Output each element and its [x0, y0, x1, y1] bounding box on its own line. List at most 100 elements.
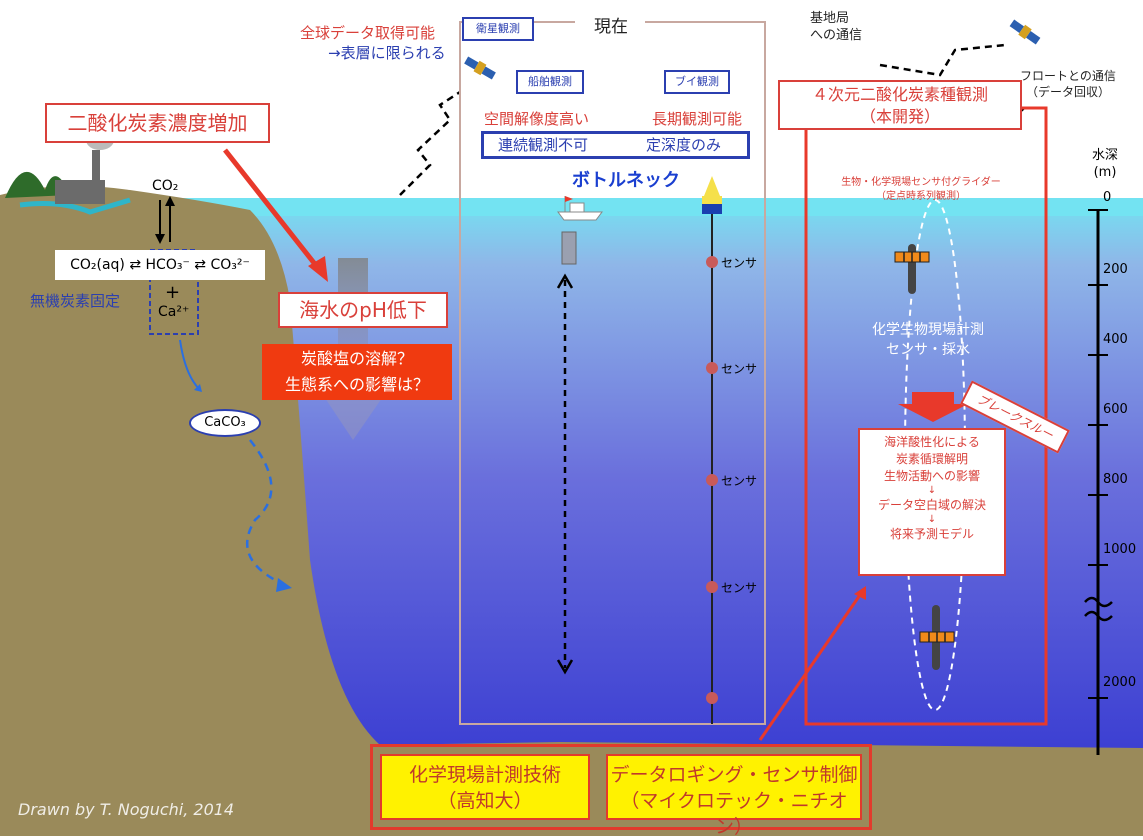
glider-label-line-1: 生物・化学現場センサ付グライダー	[841, 177, 1001, 188]
co2-increase-box: 二酸化炭素濃度増加	[45, 103, 270, 143]
depth-title-line-2: (m)	[1093, 165, 1117, 180]
depth-label: 1000	[1103, 542, 1137, 557]
dissolution-line-2: 生態系への影響は？	[284, 375, 429, 394]
measure-line-1: 化学生物現場計測	[872, 322, 984, 338]
buoy-band	[702, 204, 722, 214]
present-panel-gap	[575, 14, 645, 30]
limits-box: 連続観測不可 定深度のみ	[481, 131, 750, 159]
depth-label: 0	[1103, 190, 1112, 205]
base-station-label: 基地局 への通信	[810, 10, 862, 44]
ship-limit-label: 連続観測不可	[498, 136, 589, 154]
factory	[55, 180, 105, 204]
result-line-2: 炭素循環解明	[895, 452, 968, 466]
carbonate-equation: CO₂(aq) ⇄ HCO₃⁻ ⇄ CO₃²⁻	[55, 250, 265, 280]
buoy-sensor-dot	[706, 256, 718, 268]
measure-label: 化学生物現場計測 センサ・採水	[858, 320, 998, 360]
ctd-sampler	[561, 231, 577, 265]
red-arrow-head	[308, 256, 328, 282]
hill	[5, 171, 70, 198]
co2-down-arrow-head	[155, 234, 165, 244]
sensor-label: センサ	[721, 581, 758, 595]
co2-plume-arrow	[325, 398, 382, 440]
co2-label: CO₂	[152, 178, 179, 194]
inorganic-fixation-label: 無機炭素固定	[30, 292, 121, 310]
result-line-4: データ空白域の解決	[877, 498, 986, 512]
sensor-label: センサ	[721, 362, 758, 376]
buoy-limit-label: 定深度のみ	[646, 136, 722, 154]
ship-depth-arrow-bottom	[556, 659, 574, 675]
ship-depth-arrow-top	[556, 273, 574, 289]
comm-zigzag-2	[879, 43, 1006, 77]
credit-label: Drawn by T. Noguchi, 2014	[18, 800, 235, 819]
glider-top-icon	[894, 244, 930, 294]
buoy-sensor-dot	[706, 474, 718, 486]
development-title-box: ４次元二酸化炭素種観測 （本開発）	[778, 80, 1022, 130]
sensor-label: センサ	[721, 474, 758, 488]
depth-scale-break	[1084, 596, 1113, 622]
base-station-line-2: への通信	[810, 28, 863, 43]
result-arrow-2: ↓	[927, 514, 937, 525]
result-line-3: 生物活動への影響	[883, 469, 980, 483]
result-line-5: 将来予測モデル	[889, 527, 974, 541]
ca-ion-label: Ca²⁺	[158, 304, 190, 320]
co2-up-arrow-head	[165, 196, 175, 206]
depth-title: 水深 (m)	[1092, 147, 1118, 181]
glider-label-line-2: （定点時系列観測）	[876, 191, 966, 202]
comm-zigzag-1	[399, 90, 461, 196]
satellite-left-icon	[464, 56, 496, 80]
depth-title-line-1: 水深	[1092, 148, 1119, 163]
present-title: 現在	[594, 17, 628, 37]
ship-obs-badge: 船舶観測	[516, 70, 584, 94]
result-arrow-1: ↓	[927, 485, 937, 496]
glider-bottom-icon	[919, 605, 955, 670]
blue-arrow-1-head	[194, 384, 202, 392]
base-station-line-1: 基地局	[810, 11, 850, 26]
plus-sign: +	[165, 282, 181, 303]
dissolution-box: 炭酸塩の溶解？ 生態系への影響は？	[262, 344, 452, 400]
logging-line-1: データロギング・センサ制御	[610, 764, 858, 786]
surface-only-label: →表層に限られる	[328, 44, 446, 62]
red-arrow-line	[223, 148, 320, 270]
bottom-to-result-arrow-head	[854, 586, 866, 600]
buoy-sensor-dot	[706, 581, 718, 593]
float-comm-line-2: （データ回収）	[1025, 85, 1110, 99]
blue-dashed-arrow	[245, 439, 286, 587]
tech-line-2: （高知大）	[437, 790, 533, 812]
result-line-1: 海洋酸性化による	[884, 435, 980, 449]
depth-label: 2000	[1103, 675, 1137, 690]
tech-line-1: 化学現場計測技術	[408, 764, 561, 786]
caco3-bubble: CaCO₃	[189, 409, 261, 437]
development-title-line-1: ４次元二酸化炭素種観測	[811, 85, 988, 104]
ship-merit-label: 空間解像度高い	[484, 110, 590, 128]
tech-box: 化学現場計測技術 （高知大）	[380, 754, 590, 820]
satellite-right-icon	[1009, 19, 1041, 45]
result-box: 海洋酸性化による 炭素循環解明 生物活動への影響 ↓ データ空白域の解決 ↓ 将…	[858, 428, 1006, 576]
depth-label: 200	[1103, 262, 1128, 277]
measure-line-2: センサ・採水	[886, 342, 970, 358]
ship-icon	[557, 196, 603, 221]
buoy-merit-label: 長期観測可能	[652, 110, 743, 128]
depth-label: 800	[1103, 472, 1128, 487]
float-comm-label: フロートとの通信 （データ回収）	[1020, 68, 1116, 100]
buoy-obs-badge: ブイ観測	[664, 70, 730, 94]
factory-stack	[92, 150, 100, 182]
buoy-sensor-dot	[706, 362, 718, 374]
float-comm-line-1: フロートとの通信	[1020, 69, 1116, 83]
logging-line-2: （マイクロテック・ニチオン）	[620, 790, 848, 838]
sensor-label: センサ	[721, 256, 758, 270]
logging-box: データロギング・センサ制御 （マイクロテック・ニチオン）	[606, 754, 862, 838]
bottom-to-result-arrow	[758, 591, 864, 741]
glider-label: 生物・化学現場センサ付グライダー （定点時系列観測）	[826, 176, 1016, 204]
buoy-body	[702, 196, 722, 204]
depth-label: 400	[1103, 332, 1128, 347]
bottom-frame	[370, 744, 872, 830]
breakthrough-arrow	[898, 392, 968, 422]
dissolution-line-1: 炭酸塩の溶解？	[300, 349, 413, 368]
ph-drop-box: 海水のpH低下	[278, 292, 448, 328]
development-title-line-2: （本開発）	[859, 107, 940, 126]
river	[19, 197, 131, 215]
bottleneck-label: ボトルネック	[572, 170, 680, 191]
satellite-obs-badge: 衛星観測	[462, 17, 534, 41]
global-data-label: 全球データ取得可能	[300, 24, 436, 42]
